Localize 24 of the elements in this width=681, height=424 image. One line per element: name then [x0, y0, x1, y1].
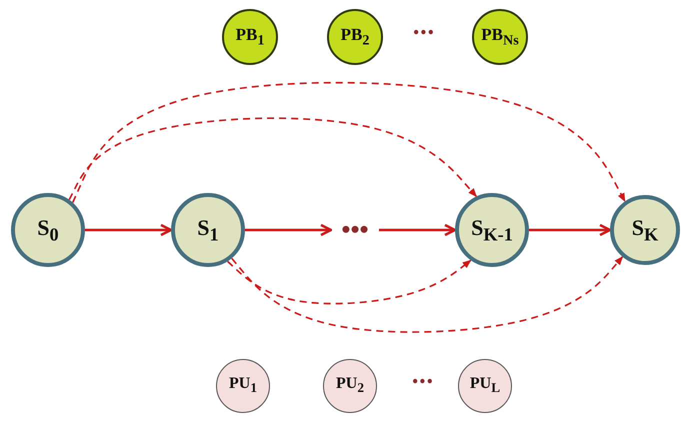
node-label: S$_{1}$ [197, 214, 219, 246]
state-circle [458, 359, 512, 413]
dashed-arrow [68, 117, 477, 200]
state-circle [323, 359, 377, 413]
node-label: S$_{0}$ [37, 214, 59, 246]
arrow [379, 224, 456, 236]
node-label: PB$_{Ns}$ [481, 24, 519, 50]
node-label: PB$_{1}$ [236, 24, 264, 50]
state-circle [216, 359, 270, 413]
node-label: PU$_{L}$ [470, 375, 500, 397]
dashed-arrow [227, 260, 472, 304]
node-label: S$_{K}$ [632, 214, 658, 246]
dashed-arrow [72, 82, 626, 203]
arrow [245, 224, 332, 236]
ellipsis: ••• [412, 371, 434, 392]
node-label: PU$_{2}$ [336, 375, 364, 397]
node-label: PU$_{1}$ [229, 375, 257, 397]
ellipsis: ••• [413, 22, 435, 43]
node-label: PB$_{2}$ [340, 24, 370, 50]
node-label: S$_{K-1}$ [471, 214, 513, 246]
arrow [85, 224, 172, 236]
arrow [529, 224, 612, 236]
ellipsis: ••• [341, 215, 369, 245]
dashed-arrow [231, 256, 624, 333]
